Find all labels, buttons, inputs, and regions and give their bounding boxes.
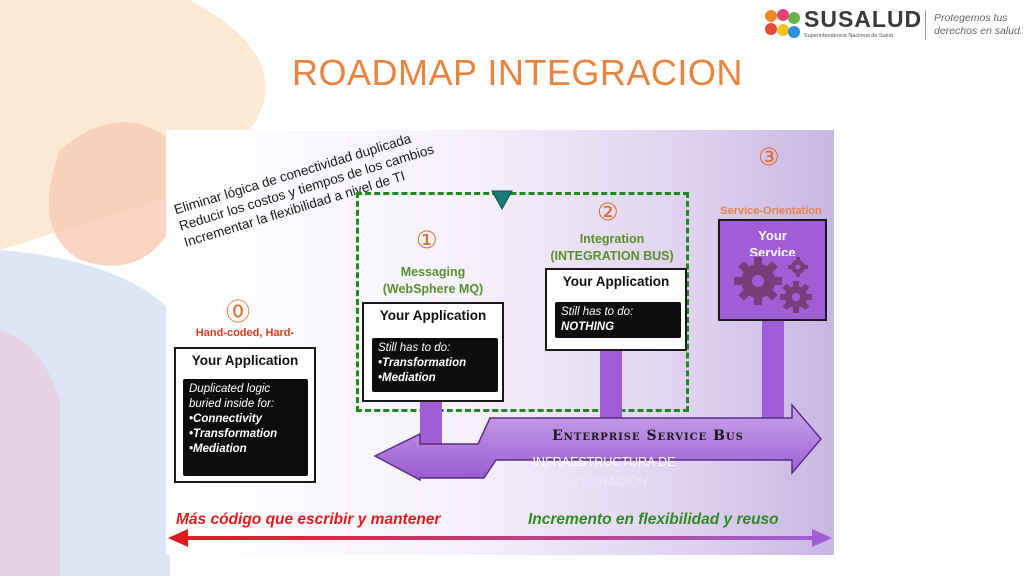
stage-2-number: ② bbox=[597, 198, 619, 226]
flexibility-double-arrow bbox=[168, 529, 832, 547]
enterprise-service-bus-arrow bbox=[373, 402, 822, 482]
integration-dashed-group bbox=[356, 192, 689, 412]
service-box: Your Service bbox=[718, 219, 827, 321]
stage-1-number: ① bbox=[416, 226, 438, 254]
stage-2-label: Integration (INTEGRATION BUS) bbox=[534, 231, 690, 265]
logo-divider bbox=[925, 10, 926, 40]
stage-1-app-title: Your Application bbox=[379, 308, 487, 323]
stage-0-label: Hand-coded, Hard- bbox=[195, 327, 295, 339]
bottom-left-text: Más código que escribir y mantener bbox=[176, 511, 441, 528]
tagline-line-2: derechos en salud. bbox=[934, 25, 1023, 37]
stage-2-logic-box: Still has to do: NOTHING bbox=[555, 302, 681, 338]
stage-2-item: NOTHING bbox=[561, 321, 615, 333]
stage-0-app-title: Your Application bbox=[191, 353, 299, 368]
stage-0-logic-box: Duplicated logic buried inside for: •Con… bbox=[183, 379, 308, 476]
stage-1-label: Messaging (WebSphere MQ) bbox=[360, 264, 506, 298]
bus-subtitle: INFRAESTRUCTURA DE INTEGRACIÓN bbox=[500, 452, 708, 492]
service-title-2: Service bbox=[749, 245, 796, 256]
logo-name: SUSALUD bbox=[804, 6, 923, 32]
stage-0-app-box: Your Application Duplicated logic buried… bbox=[174, 347, 316, 483]
stage-2-label-1: Integration bbox=[579, 232, 645, 246]
stage-3-label: Service-Orientation bbox=[720, 205, 822, 217]
stage-0-number: ⓪ bbox=[226, 298, 250, 326]
stage-0-item: •Connectivity bbox=[189, 413, 263, 425]
susalud-logo-icon bbox=[762, 8, 802, 42]
stage-0-item: •Transformation bbox=[189, 428, 278, 440]
stage-1-app-box: Your Application Still has to do: •Trans… bbox=[362, 302, 504, 402]
gears-icon bbox=[734, 257, 812, 313]
stage-3-number: ③ bbox=[758, 143, 780, 171]
triangle-marker-icon bbox=[491, 190, 513, 210]
stage-0-intro-1: Duplicated logic bbox=[189, 383, 271, 395]
background-decoration bbox=[0, 0, 266, 576]
stage-1-item: •Transformation bbox=[378, 357, 467, 369]
stage-2-label-2: (INTEGRATION BUS) bbox=[550, 249, 674, 263]
pillar-integration bbox=[600, 350, 622, 422]
pillar-service bbox=[762, 320, 784, 430]
logo-subtitle: Superintendencia Nacional de Salud bbox=[804, 33, 893, 39]
bottom-right-text: Incremento en flexibilidad y reuso bbox=[528, 511, 779, 528]
bus-subtitle-line-2: INTEGRACIÓN bbox=[560, 475, 648, 489]
stage-2-app-box: Your Application Still has to do: NOTHIN… bbox=[545, 268, 687, 351]
pillar-messaging bbox=[420, 400, 442, 452]
logo-tagline: Protegemos tus derechos en salud. bbox=[934, 12, 1023, 38]
stage-2-intro: Still has to do: bbox=[561, 306, 634, 318]
stage-1-label-2: (WebSphere MQ) bbox=[382, 282, 484, 296]
service-title: Your Service bbox=[720, 221, 825, 256]
stage-1-logic-box: Still has to do: •Transformation •Mediat… bbox=[372, 338, 498, 392]
stage-1-intro: Still has to do: bbox=[378, 342, 451, 354]
page-title: ROADMAP INTEGRACION bbox=[292, 52, 743, 93]
stage-1-label-1: Messaging bbox=[400, 265, 466, 279]
service-title-1: Your bbox=[758, 228, 787, 243]
stage-1-item: •Mediation bbox=[378, 372, 436, 384]
bus-subtitle-line-1: INFRAESTRUCTURA DE bbox=[532, 455, 676, 469]
stage-0-item: •Mediation bbox=[189, 443, 247, 455]
bus-title: Enterprise Service Bus bbox=[552, 428, 744, 444]
stage-0-intro-2: buried inside for: bbox=[189, 398, 275, 410]
tagline-line-1: Protegemos tus bbox=[934, 12, 1008, 24]
stage-2-app-title: Your Application bbox=[562, 274, 670, 289]
